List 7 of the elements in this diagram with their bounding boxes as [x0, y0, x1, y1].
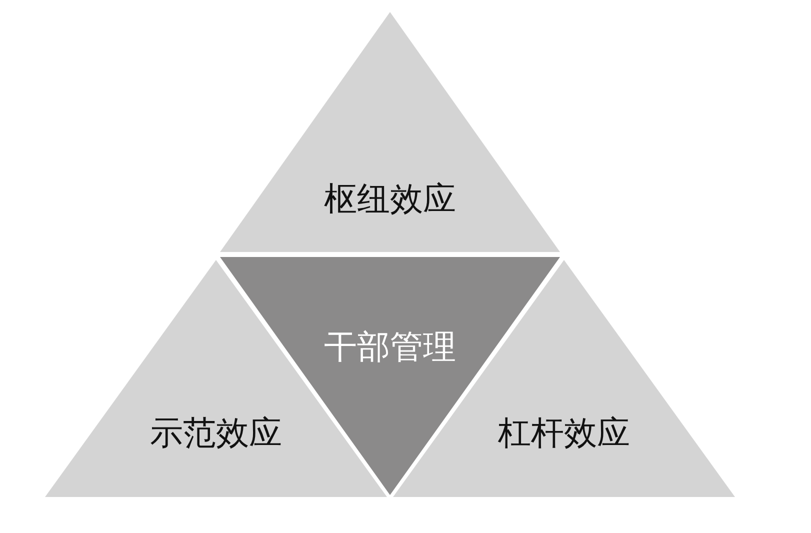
segment-label: 杠杆效应	[498, 414, 630, 452]
segment-label: 干部管理	[324, 329, 456, 366]
segment-label: 枢纽效应	[324, 181, 456, 218]
triangle-segment	[220, 12, 560, 252]
triangle-segment	[393, 260, 735, 497]
triangle-segment	[45, 260, 387, 497]
segment-label: 示范效应	[150, 414, 282, 452]
